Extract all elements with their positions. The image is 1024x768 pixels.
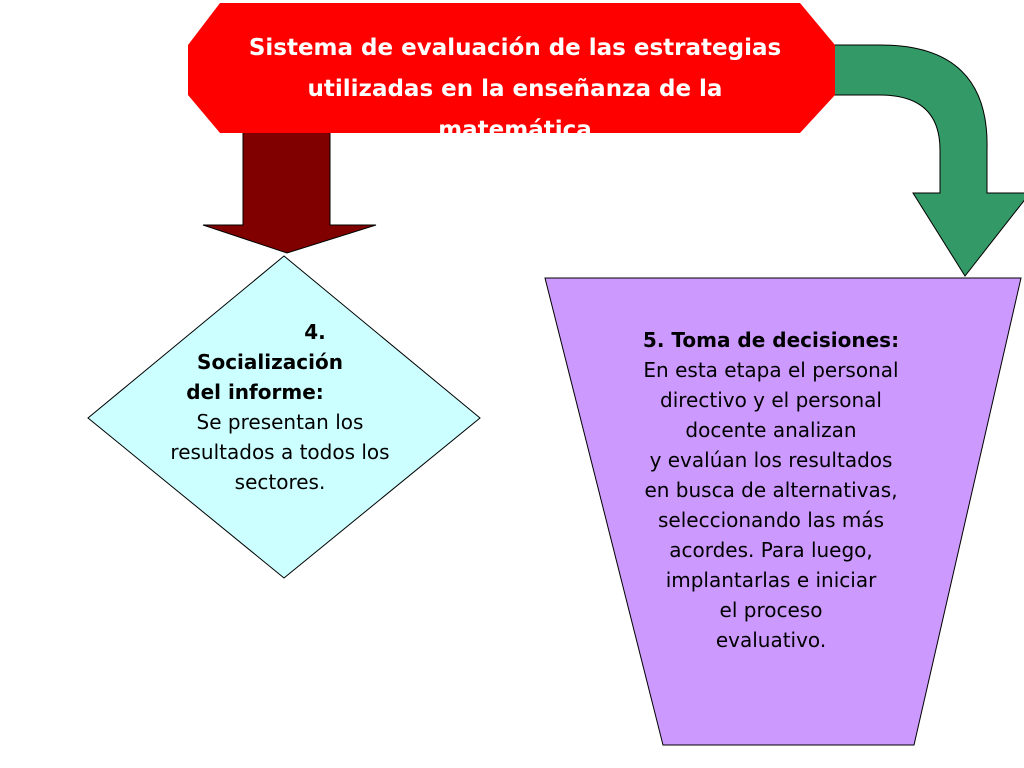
diamond-heading-number: 4. — [304, 320, 326, 344]
diamond-heading-line-2: Socialización — [197, 350, 343, 374]
funnel-body-line-4: y evalúan los resultados — [649, 448, 893, 472]
funnel-body-line-1: En esta etapa el personal — [643, 358, 899, 382]
funnel-body-line-3: docente analizan — [685, 418, 857, 442]
diamond-heading-line-3: del informe: — [186, 380, 324, 404]
funnel-body-line-5: en busca de alternativas, — [644, 478, 898, 502]
funnel-body-line-9: el proceso — [719, 598, 823, 622]
funnel-shape — [544, 277, 1022, 746]
funnel-body-line-10: evaluativo. — [715, 628, 827, 652]
funnel-body-line-6: seleccionando las más — [657, 508, 884, 532]
title-text: Sistema de evaluación de las estrategias… — [215, 28, 815, 151]
diamond-body-line-3: sectores. — [234, 470, 326, 494]
diamond-body-line-1: Se presentan los — [196, 410, 364, 434]
funnel-text: 5. Toma de decisiones: En esta etapa el … — [590, 325, 952, 655]
title-line-1: Sistema de evaluación de las estrategias — [248, 35, 782, 61]
diamond-shape — [87, 255, 481, 579]
title-banner — [188, 3, 835, 133]
curved-arrow-right — [829, 44, 1024, 277]
funnel-body-line-7: acordes. Para luego, — [669, 538, 873, 562]
funnel-body-line-2: directivo y el personal — [660, 388, 882, 412]
funnel-heading: 5. Toma de decisiones: — [642, 328, 900, 352]
funnel-body-line-8: implantarlas e iniciar — [665, 568, 877, 592]
title-line-3: matemática — [438, 117, 592, 143]
diamond-text: 4. Socialización del informe: Se present… — [135, 317, 425, 497]
title-line-2: utilizadas en la enseñanza de la — [307, 76, 723, 102]
diamond-body-line-2: resultados a todos los — [170, 440, 390, 464]
down-arrow — [202, 129, 377, 254]
